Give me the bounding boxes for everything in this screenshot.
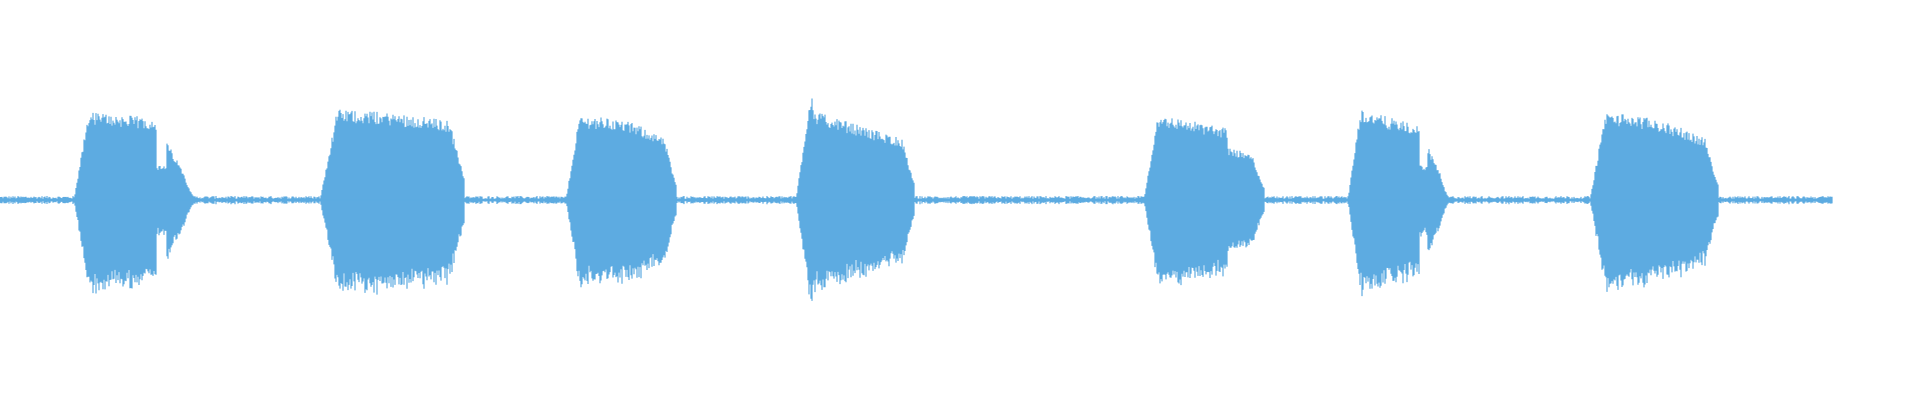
waveform-bars	[0, 98, 1833, 301]
